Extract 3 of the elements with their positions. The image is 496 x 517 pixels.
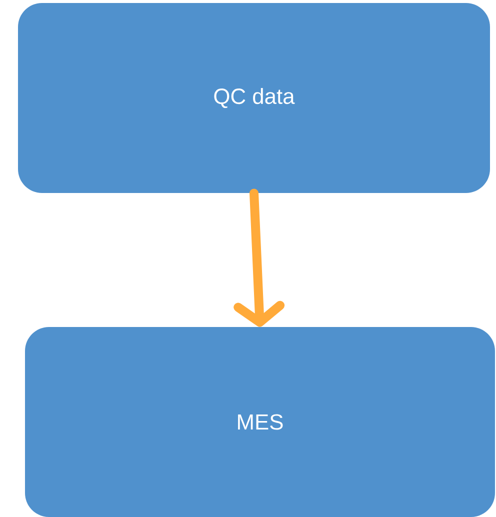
arrow — [234, 188, 285, 327]
process-box: QC data — [18, 3, 490, 193]
process-box: MES — [25, 327, 495, 517]
